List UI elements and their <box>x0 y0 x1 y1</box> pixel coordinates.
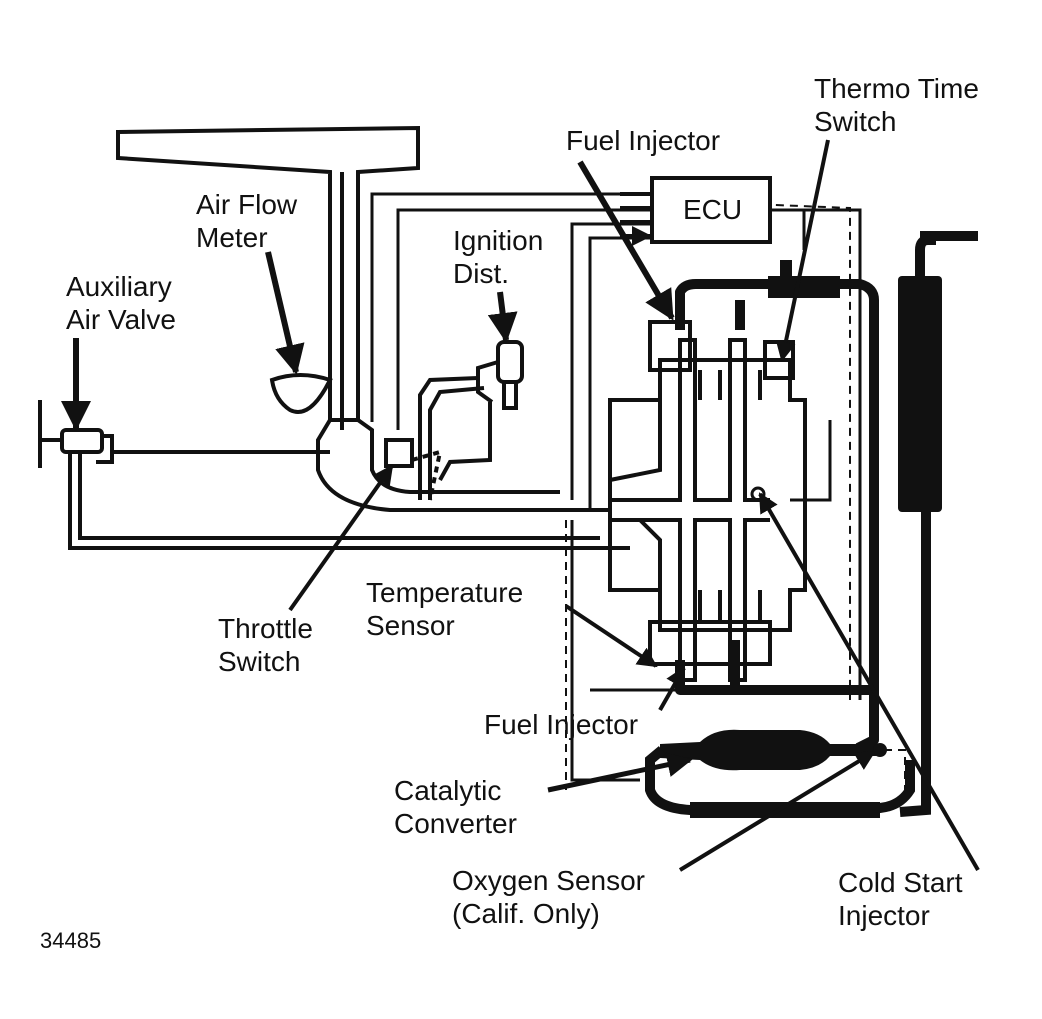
label-cold-start-injector: Cold Start Injector <box>838 867 963 931</box>
arrow-air-flow-meter <box>265 251 305 375</box>
label-air-flow-meter: Air Flow Meter <box>196 189 298 253</box>
throttle-switch <box>384 438 443 501</box>
muffler <box>898 231 978 817</box>
arrow-oxygen-sensor <box>678 750 876 872</box>
engine-block <box>608 320 807 666</box>
auxiliary-air-valve <box>38 400 630 550</box>
label-fuel-injector-bottom: Fuel Injector <box>484 709 639 740</box>
arrow-thermo-time-switch <box>775 139 830 362</box>
arrow-cold-start-injector <box>758 492 980 872</box>
ignition-distributor <box>418 340 524 500</box>
arrow-throttle-switch <box>288 464 394 612</box>
fuel-rail <box>675 279 879 753</box>
leader-lines <box>61 139 980 872</box>
label-oxygen-sensor: Oxygen Sensor (Calif. Only) <box>452 865 645 929</box>
label-fuel-injector-top: Fuel Injector <box>566 125 721 156</box>
label-thermo-time-switch: Thermo Time Switch <box>814 73 979 137</box>
label-auxiliary-air-valve: Auxiliary Air Valve <box>66 271 176 335</box>
label-catalytic-converter: Catalytic Converter <box>394 775 517 839</box>
arrow-temperature-sensor <box>564 604 658 668</box>
air-intake-duct <box>116 125 610 512</box>
air-flow-meter-flap <box>269 373 333 414</box>
arrow-catalytic-converter <box>547 752 693 793</box>
label-ecu: ECU <box>683 194 743 225</box>
figure-number: 34485 <box>40 928 102 953</box>
arrow-fuel-injector-top <box>577 160 675 321</box>
arrow-fuel-injector-bottom <box>658 666 686 711</box>
catalytic-converter-body <box>645 729 915 818</box>
cold-start-injector-body <box>768 260 840 298</box>
ecu-box <box>620 176 772 242</box>
label-throttle-switch: Throttle Switch <box>218 613 313 677</box>
label-temperature-sensor: Temperature Sensor <box>366 577 524 641</box>
arrow-ignition-dist <box>487 291 518 343</box>
label-ignition-dist: Ignition Dist. <box>453 225 544 289</box>
